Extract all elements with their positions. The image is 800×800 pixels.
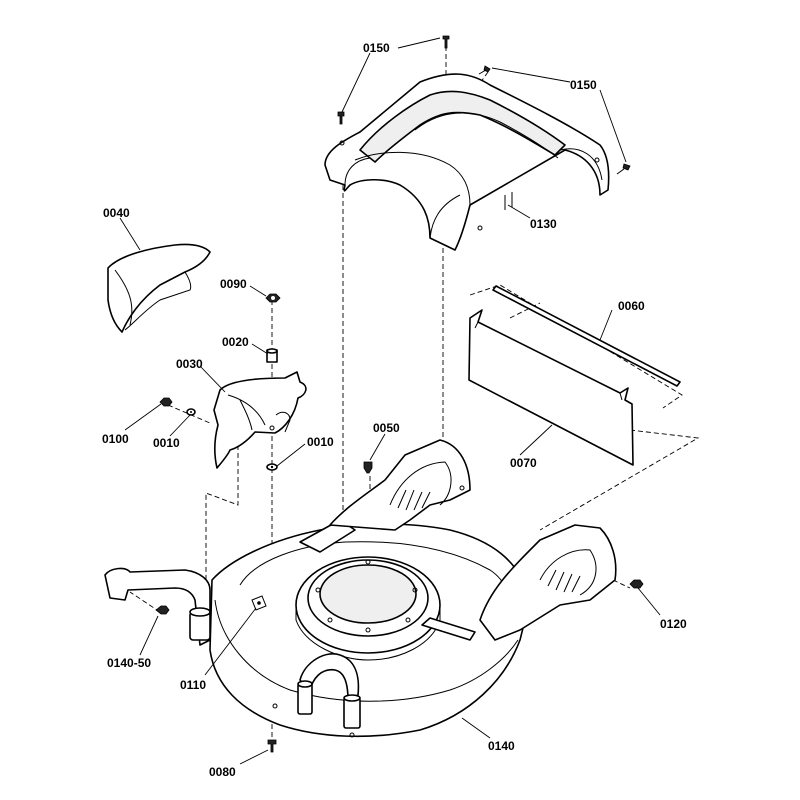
callout-0030: 0030 (176, 357, 203, 371)
callout-0060: 0060 (618, 299, 645, 313)
part-0120-nut (629, 579, 644, 589)
callout-0130: 0130 (530, 217, 557, 231)
part-0100-nut (159, 397, 173, 407)
part-0050-bolt (363, 461, 373, 474)
screw-icon (616, 163, 631, 175)
part-0060-rod (492, 285, 681, 387)
callout-0120: 0120 (660, 617, 687, 631)
part-0070-baffle-plate (468, 309, 634, 466)
callout-0090: 0090 (220, 277, 247, 291)
callout-0140-50: 0140-50 (107, 656, 151, 670)
part-0040-flap (107, 243, 211, 333)
callout-0080: 0080 (209, 765, 236, 779)
callout-0100: 0100 (102, 432, 129, 446)
callout-0110: 0110 (180, 678, 206, 692)
callout-0040: 0040 (103, 206, 130, 220)
leader-lines (119, 37, 661, 765)
callout-0010-right: 0010 (307, 435, 334, 449)
screw-icon (478, 65, 491, 75)
callout-labels: 0150 0150 0130 0040 0090 0020 0030 0100 … (102, 41, 687, 779)
screw-icon (337, 111, 345, 125)
callout-0070: 0070 (510, 456, 537, 470)
part-0030-bracket (213, 371, 307, 469)
part-0090-nut (265, 293, 281, 303)
part-0130-rear-cover (324, 73, 610, 251)
part-0010-washer-b (266, 463, 278, 471)
screw-icon (442, 35, 450, 49)
callout-0150-right: 0150 (570, 78, 597, 92)
callout-0150-top: 0150 (363, 41, 390, 55)
part-0150-screws (337, 35, 631, 175)
part-0080-screw (267, 739, 277, 753)
callout-0020: 0020 (222, 335, 249, 349)
callout-0050: 0050 (373, 421, 400, 435)
callout-0010-left: 0010 (153, 436, 180, 450)
part-0010-washer-a (186, 408, 196, 416)
part-0140-mower-deck (104, 439, 617, 738)
callout-0140: 0140 (488, 739, 515, 753)
part-0140-50-bolt (155, 605, 170, 615)
part-0020-spacer (266, 348, 278, 363)
